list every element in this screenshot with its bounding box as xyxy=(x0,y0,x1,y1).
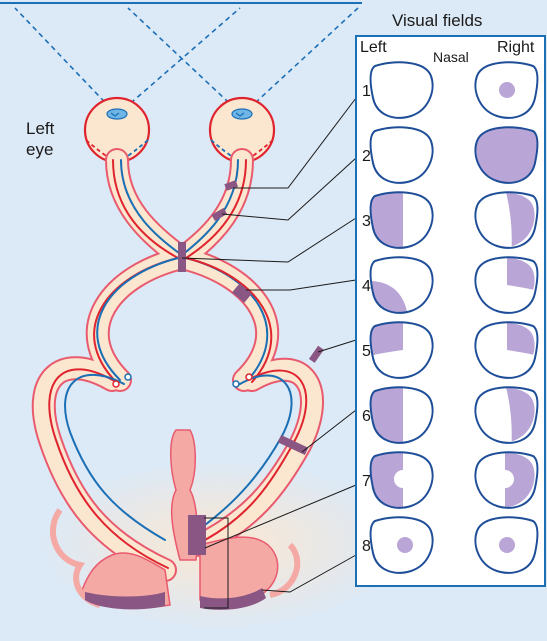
lesion-1-marker xyxy=(224,180,239,191)
lateral-geniculate-nuclei xyxy=(112,373,253,388)
column-left-label: Left xyxy=(360,39,387,56)
left-eye-field xyxy=(369,256,434,314)
visual-fields-title: Visual fields xyxy=(392,11,482,30)
left-eye-field xyxy=(369,321,434,379)
left-eye-field xyxy=(369,126,434,184)
leader-lines xyxy=(181,97,357,593)
lesion-number: 6 xyxy=(362,408,371,425)
column-right-label: Right xyxy=(497,39,535,56)
calcarine-bracket xyxy=(204,517,229,609)
right-eye-field xyxy=(474,451,539,509)
visual-field-row: 5 xyxy=(362,321,539,379)
visual-field-row: 7 xyxy=(362,451,539,509)
lesion-number: 2 xyxy=(362,148,371,165)
lesion-number: 7 xyxy=(362,473,371,490)
visual-field-projection xyxy=(0,2,362,116)
lesion-number: 5 xyxy=(362,343,371,360)
lesion-2-marker xyxy=(211,207,228,221)
lesion-6-marker xyxy=(277,435,309,455)
visual-field-row: 2 xyxy=(362,126,539,184)
lesion-number: 8 xyxy=(362,538,371,555)
visual-field-row: 8 xyxy=(362,516,539,574)
lesion-markers xyxy=(178,180,324,455)
lesion-number: 4 xyxy=(362,278,371,295)
visual-field-row: 4 xyxy=(362,256,539,314)
left-eye-field xyxy=(369,61,434,119)
lesion-number: 3 xyxy=(362,213,371,230)
right-eye-field xyxy=(474,126,539,184)
right-eye-field xyxy=(474,321,539,379)
column-nasal-label: Nasal xyxy=(433,49,469,65)
lesion-3-marker xyxy=(178,242,186,272)
left-eye-label-line2: eye xyxy=(26,140,53,159)
right-eye-field xyxy=(474,61,539,119)
lesion-5-marker xyxy=(308,345,324,363)
visual-field-row: 1 xyxy=(362,61,539,119)
left-eye-field xyxy=(369,516,434,574)
right-eye-field xyxy=(474,256,539,314)
lesion-4-marker xyxy=(232,283,252,303)
lesion-number: 1 xyxy=(362,83,371,100)
right-eye-field xyxy=(474,516,539,574)
occipital-cortex xyxy=(49,429,301,610)
left-eye-label-line1: Left xyxy=(26,119,55,138)
